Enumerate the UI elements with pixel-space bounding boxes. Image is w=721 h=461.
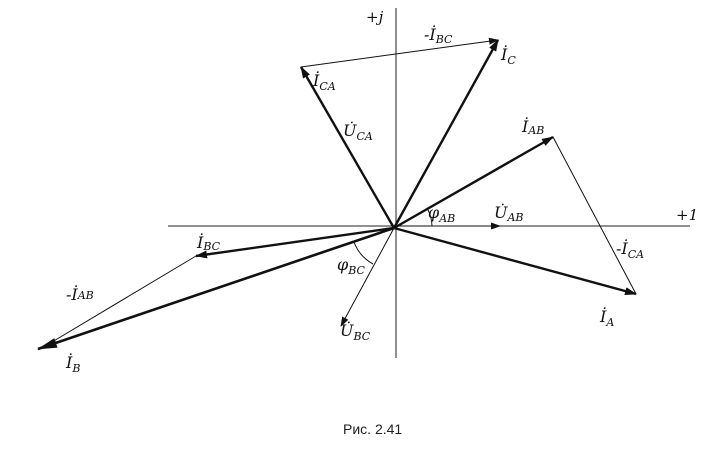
label-neg-I-AB: -İAB: [66, 284, 94, 304]
label-I-BC: İBC: [196, 232, 221, 253]
label-U-BC: U̇BC: [340, 321, 371, 343]
label-I-C: İC: [500, 44, 516, 67]
label-neg-I-BC: -İBC: [424, 24, 453, 46]
angle-arc-phi-BC: [353, 241, 374, 265]
real-axis-label: +1: [676, 206, 698, 224]
vector-I-AB: [393, 135, 554, 230]
vector-I-CA: [300, 66, 395, 229]
angle-arc-phi-AB: [426, 207, 433, 227]
label-U-CA: U̇CA: [343, 121, 373, 143]
vector-neg-I-CA: [552, 136, 637, 295]
label-phi-AB: φAB: [428, 203, 455, 225]
vector-neg-I-AB: [41, 255, 197, 349]
label-I-CA: İCA: [312, 70, 336, 93]
vector-I-B: [37, 226, 395, 351]
label-U-AB: U̇AB: [494, 203, 524, 224]
label-neg-I-CA: -İCA: [616, 238, 644, 261]
label-phi-BC: φBC: [337, 255, 365, 277]
vector-I-BC: [195, 226, 395, 259]
vector-neg-I-BC: [300, 37, 499, 68]
vector-U-BC: [340, 227, 395, 327]
figure-caption: Рис. 2.41: [343, 421, 402, 437]
vector-I-C: [392, 39, 500, 229]
vector-I-A: [393, 226, 637, 296]
label-I-B: İB: [65, 352, 80, 375]
label-I-AB: İAB: [521, 116, 544, 137]
label-I-A: İA: [599, 306, 614, 329]
imag-axis-label: +j: [366, 8, 384, 26]
